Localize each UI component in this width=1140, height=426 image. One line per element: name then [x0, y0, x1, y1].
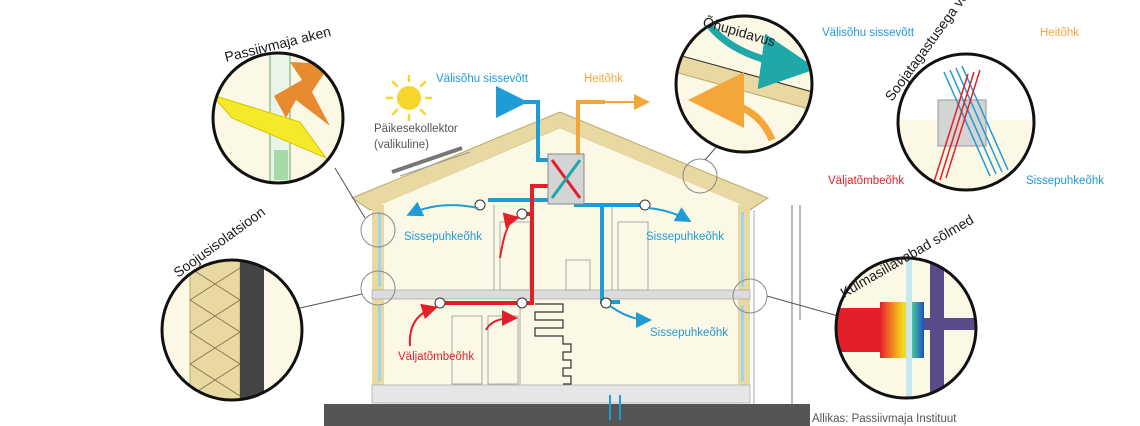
label-vent-exhaust: Heitõhk [1040, 27, 1079, 39]
solar-collector [391, 146, 471, 177]
source-credit: Allikas: Passiivmaja Instituut [812, 413, 957, 425]
label-collector-line1: Päikesekollektor [374, 123, 458, 135]
leader-lines [299, 144, 839, 317]
airflow-arrows [406, 94, 692, 347]
label-extract: Väljatõmbeõhk [398, 351, 474, 363]
label-intake: Välisõhu sissevõtt [436, 73, 529, 85]
label-supply-right: Sissepuhkeõhk [646, 231, 724, 243]
house [350, 111, 801, 420]
window-right-upper [741, 212, 744, 287]
window-left-lower [378, 306, 381, 381]
label-vent-extract: Väljatõmbeõhk [828, 175, 904, 187]
intake-duct [496, 86, 552, 162]
insulation-detail [160, 258, 304, 402]
window-left-upper [378, 212, 381, 287]
window-right-lower [741, 306, 744, 381]
thermal-bridge-detail [834, 256, 978, 400]
label-vent-supply: Sissepuhkeõhk [1026, 175, 1104, 187]
vents [434, 199, 651, 309]
exhaust-duct [576, 100, 605, 158]
staircase [534, 303, 572, 385]
label-supply-left: Sissepuhkeõhk [404, 231, 482, 243]
label-vent-intake: Välisõhu sissevõtt [822, 27, 915, 39]
airtight-detail [674, 14, 814, 154]
ground [324, 404, 810, 426]
window-detail [211, 51, 345, 185]
interior [380, 128, 742, 404]
sun-icon [385, 74, 433, 122]
ventilation-unit [547, 153, 585, 205]
ground-floor [371, 384, 751, 404]
label-collector-line2: (valikuline) [374, 139, 429, 151]
label-exhaust-out: Heitõhk [584, 73, 623, 85]
extract-duct-lower [440, 184, 556, 305]
ventilation-detail [896, 52, 1036, 192]
middle-floor [371, 289, 751, 300]
label-supply-lower: Sissepuhkeõhk [650, 327, 728, 339]
